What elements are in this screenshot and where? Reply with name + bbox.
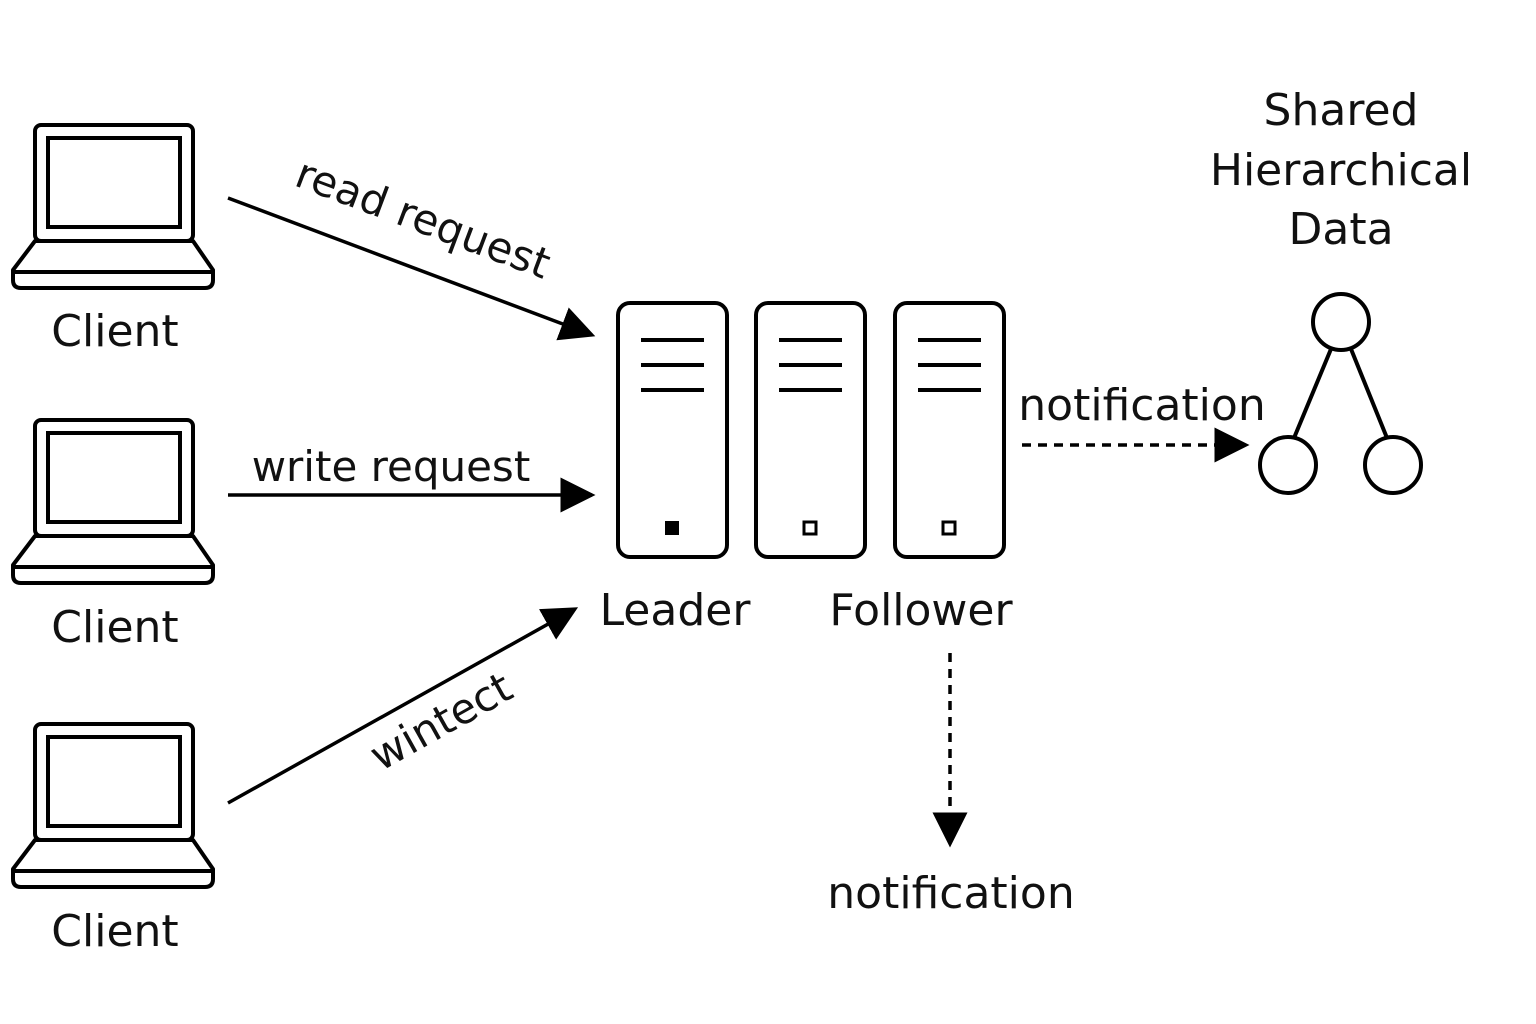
notification-down-edge: notification xyxy=(827,653,1075,919)
leader-server xyxy=(616,301,729,559)
laptop-icon xyxy=(11,722,215,889)
tree-left-node xyxy=(1258,435,1318,495)
write-request-label: write request xyxy=(252,442,531,491)
tree-icon xyxy=(1258,292,1423,495)
shared-data-title: Shared Hierarchical Data xyxy=(1210,85,1472,255)
read-request-arrow xyxy=(227,196,596,341)
shared-data-title-line-1: Shared xyxy=(1264,85,1419,136)
notification-right-label: notification xyxy=(1018,380,1265,431)
follower-label: Follower xyxy=(829,585,1013,636)
tree-right-node xyxy=(1363,435,1423,495)
client-2: Client xyxy=(11,418,215,653)
notification-down-label: notification xyxy=(827,868,1074,919)
server-icon xyxy=(616,301,729,559)
laptop-icon xyxy=(11,123,215,290)
tree-root-node xyxy=(1311,292,1371,352)
read-request-label: read request xyxy=(289,148,557,288)
wintect-edge: wintect xyxy=(227,607,579,805)
client-label: Client xyxy=(51,906,178,957)
shared-data-title-line-2: Hierarchical xyxy=(1210,145,1472,196)
server-icon xyxy=(893,301,1006,559)
client-label: Client xyxy=(51,602,178,653)
read-request-edge: read request xyxy=(227,148,596,341)
client-3: Client xyxy=(11,722,215,957)
shared-data-title-line-3: Data xyxy=(1288,204,1393,255)
wintect-label: wintect xyxy=(362,662,521,780)
wintect-arrow xyxy=(227,607,579,805)
notification-right-edge: notification xyxy=(1018,380,1266,463)
write-request-edge: write request xyxy=(228,442,596,513)
follower-server-2 xyxy=(893,301,1006,559)
server-icon xyxy=(754,301,867,559)
follower-server-1 xyxy=(754,301,867,559)
laptop-icon xyxy=(11,418,215,585)
client-1: Client xyxy=(11,123,215,357)
leader-label: Leader xyxy=(600,585,752,636)
client-label: Client xyxy=(51,306,178,357)
